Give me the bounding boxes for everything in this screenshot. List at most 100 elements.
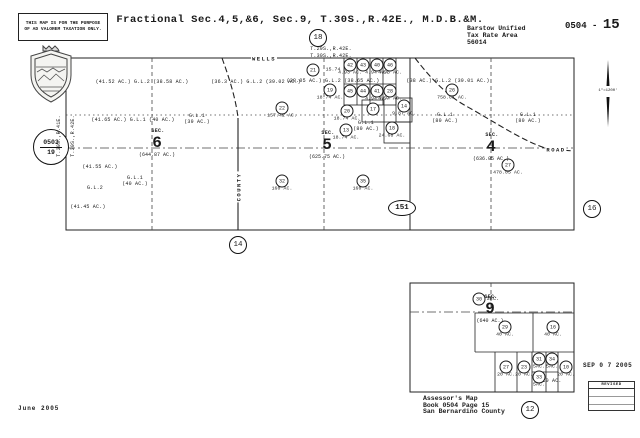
scale-note: 1"=1200' [597,89,619,93]
parcel-number-circle: 13 [339,123,353,137]
parcel-acreage: 157.42 AC. [267,113,297,119]
parcel-acreage: 5AC. [533,364,545,370]
highway-marker: 151 [388,200,416,216]
parcel-acreage: 5AC. [546,364,558,370]
map-label: (39 AC.) [184,119,210,125]
parcel-acreage: 478.05 AC. [493,170,523,176]
revision-row [589,397,634,405]
parcel-acreage: 15.74 AC. [325,67,353,73]
parcel-number-circle: 14 [397,99,411,113]
parcel-acreage: 18.74 AC. [333,116,361,122]
revision-row [589,389,634,397]
parcel-boundaries [343,57,574,392]
north-arrow-icon [606,60,610,127]
parcel-number-circle: 46 [383,58,397,72]
parcel-number-circle: 33 [532,370,546,384]
map-label: (38.05 AC.) G.L.2 (38.65 AC.) [286,78,380,84]
adjacent-page: 19 [47,148,55,156]
parcel-number-circle: 10 [559,360,573,374]
parcel-number-circle: 26 [445,83,459,97]
section-label: SEC. [485,132,499,138]
map-label: G.L.1 [126,175,144,181]
adjacent-book: 0503 [43,138,59,146]
section-acreage: (644.87 AC.) [138,152,176,158]
map-label: (41.55 AC.) [82,164,118,170]
parcel-number-circle: 41 [370,84,384,98]
parcel-acreage: 40 AC. [496,332,514,338]
map-label: T.29S.,R.42E. [310,46,352,52]
parcel-acreage: 40 AC. [544,332,562,338]
map-label: T.30S.,R.42E. [70,115,76,157]
parcel-acreage: 9.87 AC. [392,111,416,117]
section-number: 5 [322,136,332,154]
map-label: (40 AC.) [122,181,148,187]
map-label: 10 AC. [542,378,562,384]
parcel-number-circle: 18 [385,121,399,135]
section-label: SEC. [484,294,498,300]
map-label: G.L.1 [436,112,454,118]
parcel-acreage: 160 AC. [352,186,374,192]
parcel-number-circle: 17 [366,102,380,116]
parcel-number-circle: 35 [356,174,370,188]
parcel-number-circle: 40 [370,58,384,72]
parcel-number-circle: 44 [356,84,370,98]
parcel-number-circle: 31 [532,352,546,366]
page-number: 15 [602,17,620,33]
map-label: (41.45 AC.) [70,204,106,210]
parcel-number-circle: 27 [499,360,513,374]
section-acreage: (636.05 AC.) [472,156,510,162]
map-label: SEC. [486,296,500,302]
parcel-acreage: 4.96 AC. [378,70,402,76]
parcel-number-circle: 43 [356,58,370,72]
revision-table-header: REVISED [589,382,634,389]
section-number: 9 [485,300,495,318]
tax-rate-line1: Barstow Unified [467,25,526,32]
parcel-number-circle: 34 [545,352,559,366]
disclaimer-line2: OF AD VALOREM TAXATION ONLY. [24,27,102,32]
parcel-number-circle: 29 [498,320,512,334]
page-ref-circle: 12 [521,401,539,419]
parcel-number-circle: 22 [275,101,289,115]
tax-rate-area-block: Barstow Unified Tax Rate Area 56014 [467,25,526,46]
map-label: G.L.1 [188,113,206,119]
section-acreage: (640 AC.) [476,318,504,324]
parcel-number-circle: 23 [517,360,531,374]
parcel-acreage: 20 AC. [515,372,533,378]
map-label: (38 AC.) G.L.2 (39.01 AC.) [406,78,490,84]
map-label: (36.3 AC.) G.L.2 (39.02 AC.) [211,79,301,85]
book-code: 0504 - [565,21,603,31]
revision-table: REVISED [588,381,635,411]
footer-line3: San Bernardino County [423,408,505,415]
tax-rate-line2: Tax Rate Area [467,32,518,39]
map-title: Fractional Sec.4,5,&6, Sec.9, T.30S.,R.4… [116,14,484,26]
parcel-number-circle: 20 [340,104,354,118]
assessor-map-footer: Assessor's Map Book 0504 Page 15 San Ber… [423,395,505,416]
map-label: G.L.2 [86,185,104,191]
footer-line2: Book 0504 Page 15 [423,401,490,409]
parcel-acreage: 24.68 AC. [378,133,406,139]
page-ref-circle: 14 [229,236,247,254]
map-label: (80 AC.) [432,118,458,124]
map-label: ROAD [545,146,567,154]
parcel-acreage: 4.93 AC. [338,70,362,76]
parcel-acreage: 4.94 AC. [365,70,389,76]
parcel-acreage: 758.01 AC. [437,95,467,101]
disclaimer-line1: THIS MAP IS FOR THE PURPOSE [25,21,101,26]
map-label: T.30S.,R.41E. [56,115,62,157]
parcel-acreage: 18.74 AC. [332,135,360,141]
parcel-acreage: 4.94 AC. [378,96,402,102]
parcel-acreage: 20 AC. [557,372,575,378]
parcel-number-circle: 42 [343,58,357,72]
date-stamp: SEP 0 7 2005 [583,362,633,369]
section-number: 6 [152,134,162,152]
map-date: June 2005 [18,405,60,412]
parcel-acreage: 20 AC. [497,372,515,378]
tax-rate-number: 56014 [467,39,487,46]
map-label: (41.52 AC.) G.L.2 (38.58 AC.) [95,79,189,85]
parcel-number-circle: 45 [343,84,357,98]
page-ref-circle: 18 [309,29,327,47]
parcel-acreage: 18.74 AC. [316,95,344,101]
map-label: WELLS [250,55,278,63]
parcel-number-circle: 19 [323,83,337,97]
